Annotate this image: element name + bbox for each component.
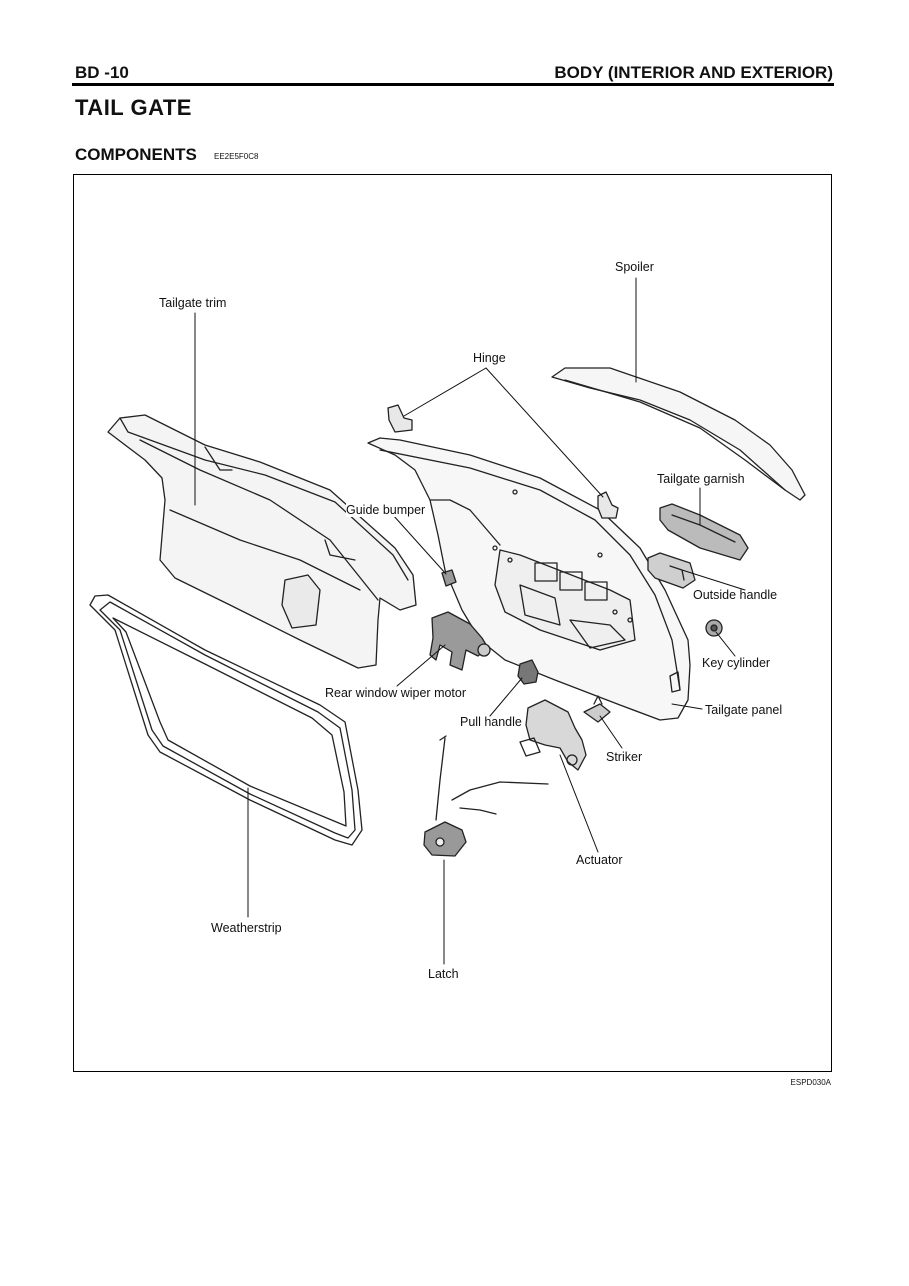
label-weatherstrip: Weatherstrip [211, 921, 282, 935]
label-actuator: Actuator [576, 853, 623, 867]
latch-part [423, 735, 549, 857]
page-header-left: BD -10 [75, 63, 129, 82]
subsection-title: COMPONENTS [75, 145, 197, 164]
hinge-part-right [597, 491, 619, 519]
label-key-cylinder: Key cylinder [702, 656, 771, 670]
weatherstrip-part [89, 594, 363, 846]
header-rule [72, 83, 834, 86]
label-hinge: Hinge [473, 351, 506, 365]
label-spoiler: Spoiler [615, 260, 654, 274]
subsection-code: EE2E5F0C8 [214, 152, 259, 161]
actuator-part [519, 699, 587, 771]
spoiler-part [551, 367, 806, 501]
label-tailgate-panel: Tailgate panel [705, 703, 783, 717]
hinge-part-left [387, 404, 413, 433]
label-outside-handle: Outside handle [693, 588, 778, 602]
label-rear-window-wiper-motor: Rear window wiper motor [325, 686, 467, 700]
page-header-right: BODY (INTERIOR AND EXTERIOR) [554, 63, 833, 82]
key-cylinder-part [705, 619, 723, 637]
pull-handle-part [517, 659, 539, 685]
label-pull-handle: Pull handle [460, 715, 522, 729]
leader-lines [194, 277, 746, 965]
tailgate-trim-part [107, 414, 417, 669]
striker-part [583, 695, 611, 723]
label-guide-bumper: Guide bumper [346, 503, 426, 517]
label-tailgate-trim: Tailgate trim [159, 296, 227, 310]
label-tailgate-garnish: Tailgate garnish [657, 472, 745, 486]
figure-frame [73, 174, 832, 1072]
label-striker: Striker [606, 750, 643, 764]
tailgate-garnish-part [659, 503, 749, 561]
figure-id: ESPD030A [790, 1078, 831, 1087]
section-title: TAIL GATE [75, 95, 192, 120]
tailgate-panel-part [367, 437, 691, 721]
label-latch: Latch [428, 967, 459, 981]
